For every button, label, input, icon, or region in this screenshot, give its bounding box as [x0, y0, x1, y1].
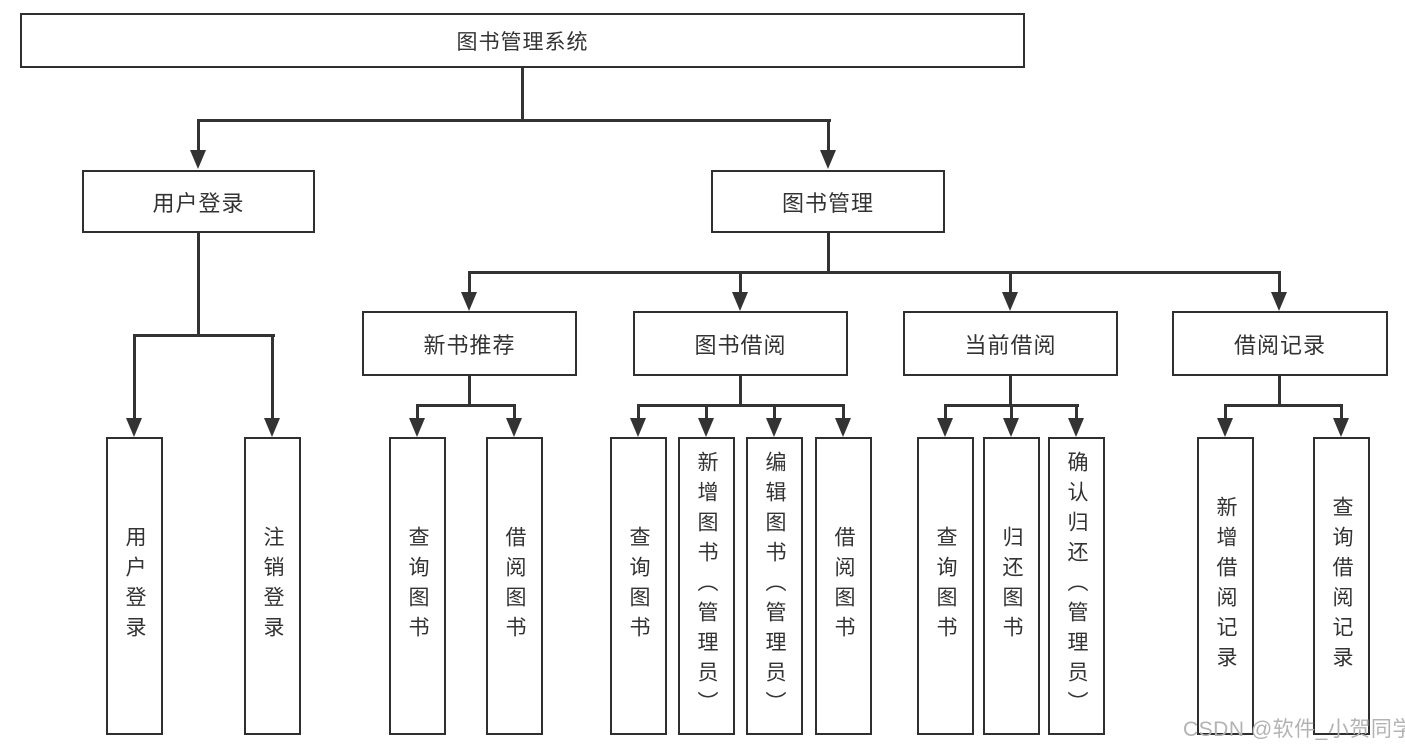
node-current-borrowing: 当前借阅: [903, 311, 1118, 376]
node-book-management: 图书管理: [711, 170, 945, 233]
connector-vline: [827, 233, 830, 274]
connector-hbar: [637, 404, 845, 407]
node-label: 注销登录: [261, 526, 284, 646]
arrow-stem: [1278, 271, 1281, 294]
arrow-stem: [197, 119, 200, 152]
node-borrowing-records: 借阅记录: [1172, 311, 1388, 376]
arrow-down-icon: [835, 418, 851, 437]
connector-vline: [468, 376, 471, 407]
arrow-stem: [773, 404, 776, 420]
leaf-query-books-3: 查询图书: [917, 437, 974, 735]
arrow-down-icon: [126, 418, 142, 437]
connector-hbar: [1224, 404, 1343, 407]
arrow-down-icon: [732, 292, 748, 311]
leaf-confirm-return-admin: 确认归还（管理员）: [1048, 437, 1105, 735]
arrow-stem: [637, 404, 640, 420]
leaf-logout: 注销登录: [244, 437, 301, 735]
node-label: 编辑图书（管理员）: [763, 451, 786, 721]
connector-hbar: [197, 119, 831, 122]
leaf-query-books-2: 查询图书: [610, 437, 667, 735]
arrow-down-icon: [461, 292, 477, 311]
node-label: 借阅图书: [503, 526, 526, 646]
arrow-down-icon: [766, 418, 782, 437]
arrow-stem: [133, 334, 136, 420]
node-label: 新书推荐: [423, 332, 516, 358]
arrow-down-icon: [630, 418, 646, 437]
arrow-down-icon: [264, 418, 280, 437]
node-label: 借阅图书: [832, 526, 855, 646]
leaf-borrow-books-1: 借阅图书: [486, 437, 543, 735]
arrow-stem: [271, 334, 274, 420]
arrow-stem: [1224, 404, 1227, 420]
leaf-return-book: 归还图书: [983, 437, 1040, 735]
leaf-query-borrow-record: 查询借阅记录: [1313, 437, 1370, 735]
arrow-stem: [468, 271, 471, 294]
node-label: 当前借阅: [964, 332, 1057, 358]
node-book-borrowing: 图书借阅: [633, 311, 848, 376]
leaf-add-borrow-record: 新增借阅记录: [1197, 437, 1254, 735]
arrow-down-icon: [820, 150, 836, 169]
arrow-stem: [416, 404, 419, 420]
leaf-borrow-books-2: 借阅图书: [815, 437, 872, 735]
node-label: 查询图书: [627, 526, 650, 646]
node-label: 查询图书: [406, 526, 429, 646]
leaf-user-login: 用户登录: [106, 437, 163, 735]
arrow-stem: [739, 271, 742, 294]
arrow-stem: [705, 404, 708, 420]
arrow-down-icon: [698, 418, 714, 437]
arrow-down-icon: [1333, 418, 1349, 437]
arrow-down-icon: [1271, 292, 1287, 311]
node-user-login: 用户登录: [82, 170, 315, 233]
node-label: 图书管理: [781, 190, 874, 216]
connector-hbar: [133, 334, 275, 337]
arrow-stem: [827, 119, 830, 152]
node-label: 查询借阅记录: [1330, 496, 1353, 676]
arrow-stem: [1009, 271, 1012, 294]
connector-vline: [739, 376, 742, 407]
arrow-down-icon: [409, 418, 425, 437]
arrow-stem: [1075, 404, 1078, 420]
connector-vline: [197, 233, 200, 337]
node-label: 用户登录: [152, 190, 245, 216]
leaf-add-book-admin: 新增图书（管理员）: [678, 437, 735, 735]
node-label: 归还图书: [1000, 526, 1023, 646]
node-label: 查询图书: [934, 526, 957, 646]
arrow-down-icon: [1003, 418, 1019, 437]
arrow-stem: [1010, 404, 1013, 420]
node-label: 图书管理系统: [456, 30, 589, 54]
arrow-stem: [944, 404, 947, 420]
watermark: CSDN @软件_小贺同学: [1183, 718, 1405, 741]
arrow-down-icon: [1002, 292, 1018, 311]
node-label: 用户登录: [123, 526, 146, 646]
arrow-down-icon: [506, 418, 522, 437]
node-label: 新增图书（管理员）: [695, 451, 718, 721]
node-label: 新增借阅记录: [1214, 496, 1237, 676]
arrow-down-icon: [937, 418, 953, 437]
node-label: 借阅记录: [1233, 332, 1326, 358]
arrow-down-icon: [190, 150, 206, 169]
node-new-book-recommend: 新书推荐: [362, 311, 577, 376]
node-label: 确认归还（管理员）: [1065, 451, 1088, 721]
connector-vline: [1009, 376, 1012, 407]
leaf-query-books-1: 查询图书: [389, 437, 446, 735]
arrow-stem: [842, 404, 845, 420]
connector-vline: [1278, 376, 1281, 407]
arrow-stem: [513, 404, 516, 420]
leaf-edit-book-admin: 编辑图书（管理员）: [746, 437, 803, 735]
arrow-down-icon: [1068, 418, 1084, 437]
arrow-stem: [1340, 404, 1343, 420]
node-root: 图书管理系统: [20, 13, 1025, 68]
connector-hbar: [416, 404, 516, 407]
arrow-down-icon: [1217, 418, 1233, 437]
connector-hbar: [468, 271, 1281, 274]
connector-vline: [521, 68, 524, 121]
node-label: 图书借阅: [694, 332, 787, 358]
